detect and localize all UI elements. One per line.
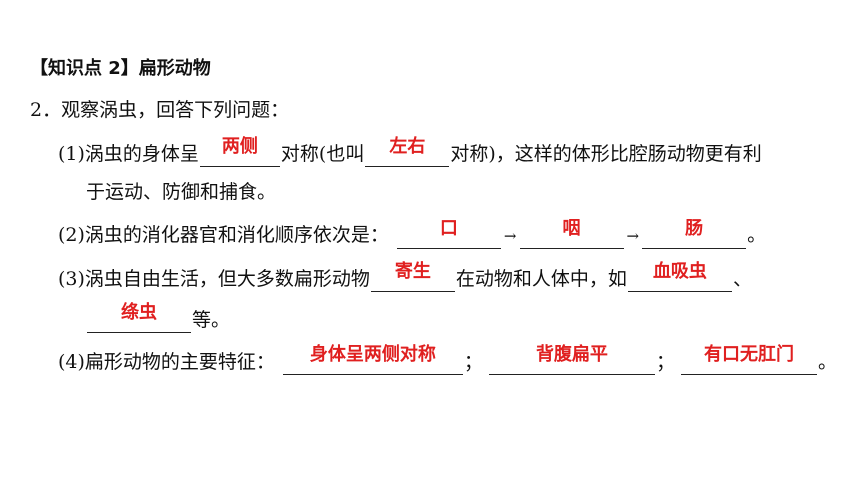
q3-answer-2: 血吸虫 <box>652 261 707 282</box>
q1-text-2: 对称(也叫 <box>280 143 365 165</box>
q1-text-1: (1)涡虫的身体呈 <box>58 143 199 165</box>
q4-blank-1: 身体呈两侧对称 <box>282 344 463 375</box>
q3-blank-3: 绦虫 <box>87 302 191 333</box>
q4-text-1: (4)扁形动物的主要特征： <box>58 351 275 373</box>
q2-answer-2: 咽 <box>562 218 581 239</box>
question-stem: 2．观察涡虫，回答下列问题： <box>30 99 290 121</box>
q2-blank-1: 口 <box>396 218 501 249</box>
q2-text-1: (2)涡虫的消化器官和消化顺序依次是： <box>58 224 389 246</box>
question-1-line-1: (1)涡虫的身体呈 两侧 对称(也叫 左右 对称)，这样的体形比腔肠动物更有利 <box>58 136 762 167</box>
question-1-line-2: 于运动、防御和捕食。 <box>86 181 277 203</box>
q3-answer-3: 绦虫 <box>121 302 157 323</box>
section-heading: 【知识点 2】扁形动物 <box>30 58 211 79</box>
q1-text-3: 对称)，这样的体形比腔肠动物更有利 <box>450 143 762 165</box>
q4-blank-3: 有口无肛门 <box>680 344 817 375</box>
q1-answer-2: 左右 <box>389 136 426 157</box>
q2-answer-3: 肠 <box>685 218 704 239</box>
q3-blank-1: 寄生 <box>370 261 455 292</box>
q3-blank-2: 血吸虫 <box>627 261 732 292</box>
q2-end: 。 <box>747 224 767 246</box>
question-2-line: (2)涡虫的消化器官和消化顺序依次是： 口 → 咽 → 肠 。 <box>58 218 767 249</box>
q2-blank-3: 肠 <box>642 218 747 249</box>
arrow-icon: → <box>626 227 640 245</box>
question-3-line-1: (3)涡虫自由生活，但大多数扁形动物 寄生 在动物和人体中，如 血吸虫 、 <box>58 261 752 292</box>
question-3-line-2: 绦虫 等。 <box>86 302 231 333</box>
q4-separator: ； <box>655 351 675 373</box>
q1-blank-2: 左右 <box>365 136 450 167</box>
q2-blank-2: 咽 <box>519 218 624 249</box>
q3-text-1: (3)涡虫自由生活，但大多数扁形动物 <box>58 268 370 290</box>
q4-end: 。 <box>817 351 837 373</box>
q4-blank-2: 背腹扁平 <box>488 344 655 375</box>
question-4-line: (4)扁形动物的主要特征： 身体呈两侧对称 ； 背腹扁平 ； 有口无肛门 。 <box>58 344 837 375</box>
q1-blank-1: 两侧 <box>199 136 280 167</box>
q4-answer-1: 身体呈两侧对称 <box>309 344 436 365</box>
q4-answer-2: 背腹扁平 <box>535 344 608 365</box>
arrow-icon: → <box>503 227 517 245</box>
q4-separator: ； <box>463 351 483 373</box>
q3-text-4: 等。 <box>192 309 231 331</box>
q1-answer-1: 两侧 <box>221 136 258 157</box>
q3-text-3: 、 <box>732 268 752 290</box>
q2-answer-1: 口 <box>439 218 458 239</box>
q4-answer-3: 有口无肛门 <box>703 344 794 365</box>
q3-answer-1: 寄生 <box>394 261 431 282</box>
q3-text-2: 在动物和人体中，如 <box>455 268 627 290</box>
